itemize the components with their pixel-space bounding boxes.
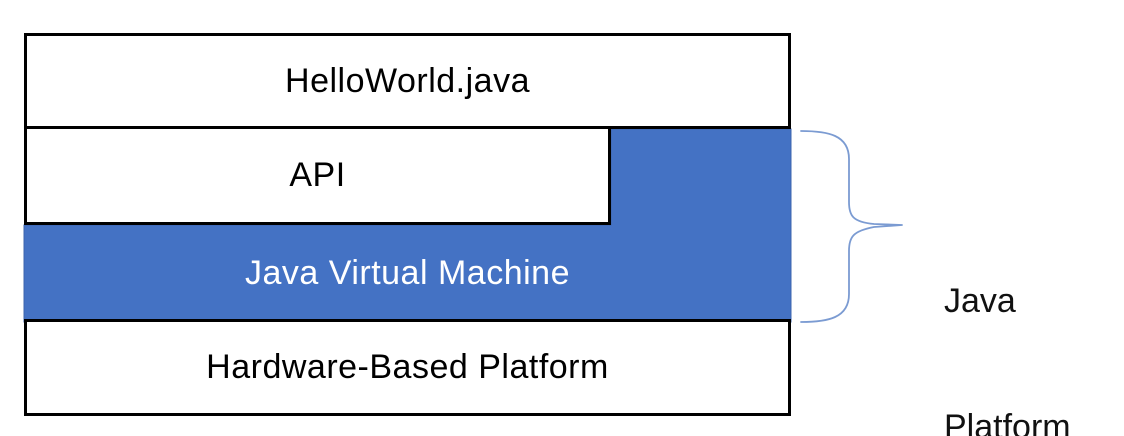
java-platform-caption-line1: Java: [944, 282, 1016, 320]
java-platform-caption-line2: Platform: [944, 408, 1071, 436]
layer-box-helloworld: HelloWorld.java: [24, 33, 791, 129]
layer-label-hardware: Hardware-Based Platform: [206, 348, 609, 386]
layer-box-hardware: Hardware-Based Platform: [24, 319, 791, 416]
layer-label-api: API: [289, 156, 346, 194]
layer-box-api: API: [24, 126, 611, 225]
java-platform-caption: Java Platform: [944, 196, 1071, 436]
layer-label-jvm: Java Virtual Machine: [245, 254, 570, 292]
layer-label-helloworld: HelloWorld.java: [285, 61, 530, 100]
java-platform-brace: [800, 130, 903, 323]
layer-box-jvm: Java Virtual Machine: [24, 225, 791, 322]
